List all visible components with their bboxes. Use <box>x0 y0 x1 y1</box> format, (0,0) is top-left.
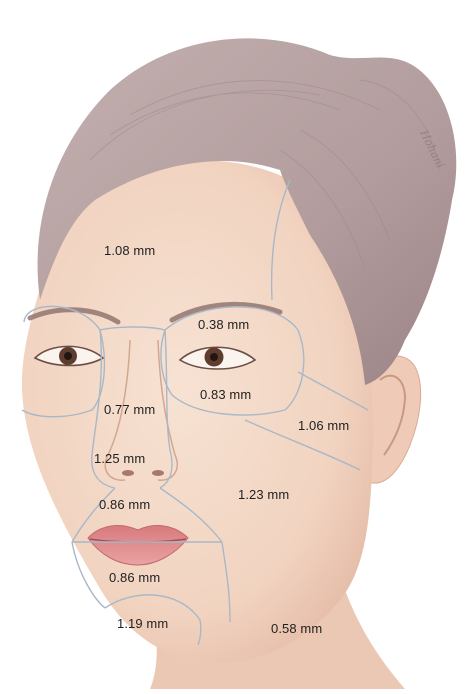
label-nasal-tip: 1.25 mm <box>94 451 145 466</box>
label-nasal-dorsum: 0.77 mm <box>104 402 155 417</box>
left-nostril <box>122 470 134 476</box>
label-lower-lip: 0.86 mm <box>109 570 160 585</box>
label-cheek: 1.23 mm <box>238 487 289 502</box>
label-neck: 0.58 mm <box>271 621 322 636</box>
left-pupil <box>64 352 72 360</box>
right-nostril <box>152 470 164 476</box>
label-chin: 1.19 mm <box>117 616 168 631</box>
label-upper-lip: 0.86 mm <box>99 497 150 512</box>
label-temple: 1.06 mm <box>298 418 349 433</box>
label-lower-eyelid: 0.83 mm <box>200 387 251 402</box>
right-pupil <box>210 353 218 361</box>
label-forehead: 1.08 mm <box>104 243 155 258</box>
label-upper-eyelid: 0.38 mm <box>198 317 249 332</box>
